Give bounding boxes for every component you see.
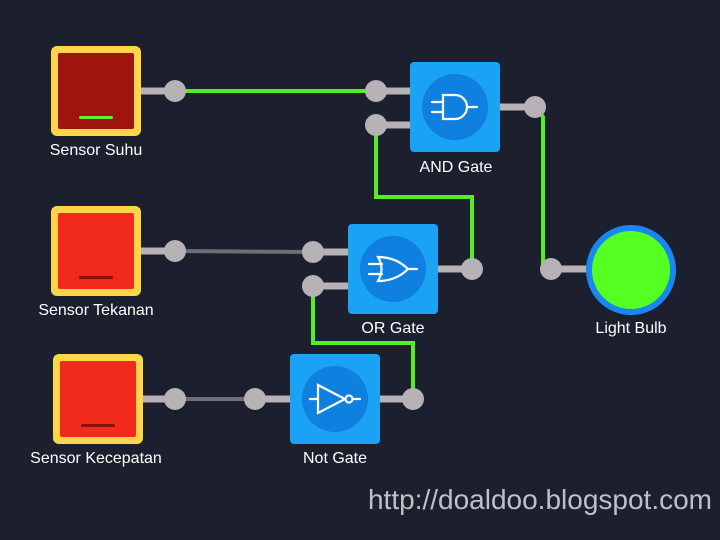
- and-gate-input-pin-1[interactable]: [365, 80, 387, 102]
- switch-face: [58, 53, 134, 129]
- led-indicator-icon: [81, 424, 115, 427]
- wire-not-to-or[interactable]: [311, 286, 415, 399]
- sensor-kecepatan-switch[interactable]: [53, 354, 143, 444]
- sensor-suhu-label: Sensor Suhu: [49, 142, 143, 159]
- light-bulb-icon[interactable]: [586, 225, 676, 315]
- switch-face: [58, 213, 134, 289]
- and-gate-label: AND Gate: [419, 159, 493, 176]
- switch-face: [60, 361, 136, 437]
- led-indicator-icon: [79, 116, 113, 119]
- or-gate-output-pin[interactable]: [461, 258, 483, 280]
- not-gate-output-pin[interactable]: [402, 388, 424, 410]
- watermark-text: http://doaldoo.blogspot.com: [367, 484, 712, 515]
- or-gate-label: OR Gate: [361, 320, 425, 337]
- not-gate-block[interactable]: [290, 354, 380, 444]
- or-gate-input-pin-2[interactable]: [302, 275, 324, 297]
- or-gate-input-pin-1[interactable]: [302, 241, 324, 263]
- wire-or-to-and[interactable]: [374, 125, 474, 269]
- or-gate-icon: [367, 255, 419, 283]
- sensor-kecepatan-output-pin[interactable]: [164, 388, 186, 410]
- not-gate-input-pin[interactable]: [244, 388, 266, 410]
- sensor-tekanan-switch[interactable]: [51, 206, 141, 296]
- sensor-tekanan-label: Sensor Tekanan: [38, 302, 154, 319]
- not-gate-icon: [308, 383, 362, 415]
- and-gate-output-pin[interactable]: [524, 96, 546, 118]
- not-gate-label: Not Gate: [302, 450, 368, 467]
- sensor-suhu-switch[interactable]: [51, 46, 141, 136]
- and-gate-icon: [430, 93, 479, 121]
- sensor-suhu-output-pin[interactable]: [164, 80, 186, 102]
- or-gate-block[interactable]: [348, 224, 438, 314]
- sensor-kecepatan-label: Sensor Kecepatan: [30, 450, 162, 467]
- wire-and-to-bulb[interactable]: [533, 105, 551, 271]
- led-indicator-icon: [79, 276, 113, 279]
- and-gate-block[interactable]: [410, 62, 500, 152]
- and-gate-input-pin-2[interactable]: [365, 114, 387, 136]
- wire-tekanan-to-or[interactable]: [174, 249, 314, 254]
- sensor-tekanan-output-pin[interactable]: [164, 240, 186, 262]
- light-bulb-input-pin[interactable]: [540, 258, 562, 280]
- light-bulb-label: Light Bulb: [595, 320, 667, 337]
